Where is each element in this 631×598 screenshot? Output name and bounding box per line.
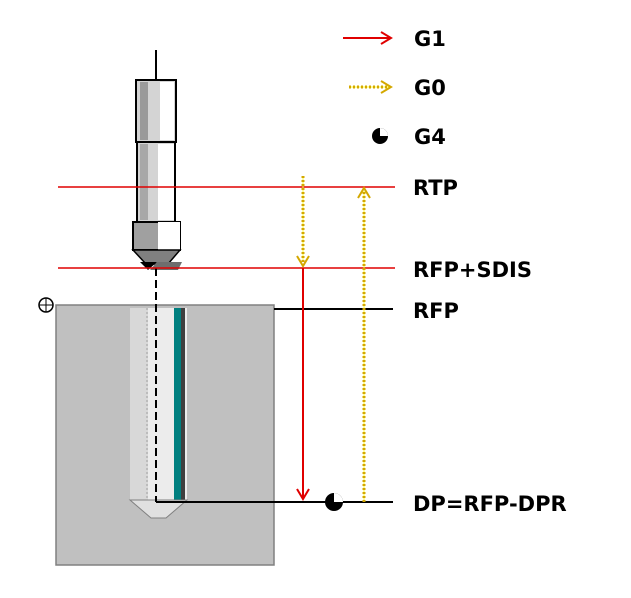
g0-rapid-retract-path xyxy=(357,186,371,502)
rfp-sdis-label: RFP+SDIS xyxy=(413,258,532,282)
dwell-clock-icon xyxy=(372,128,388,144)
dp-label: DP=RFP-DPR xyxy=(413,492,567,516)
legend: G1 G0 G4 xyxy=(343,27,446,149)
rfp-label: RFP xyxy=(413,299,459,323)
drilled-hole xyxy=(128,308,189,519)
legend-g1-label: G1 xyxy=(414,27,446,51)
g1-feed-path xyxy=(296,268,310,501)
red-arrow-icon xyxy=(343,31,393,45)
legend-g4-label: G4 xyxy=(414,125,446,149)
drill-tool xyxy=(131,50,182,270)
dwell-clock-icon xyxy=(325,493,343,511)
yellow-dotted-arrow-icon xyxy=(349,80,393,94)
legend-g0-label: G0 xyxy=(414,76,446,100)
workpiece-origin-icon xyxy=(38,297,54,313)
g0-rapid-approach-path xyxy=(296,176,310,268)
rtp-label: RTP xyxy=(413,176,458,200)
